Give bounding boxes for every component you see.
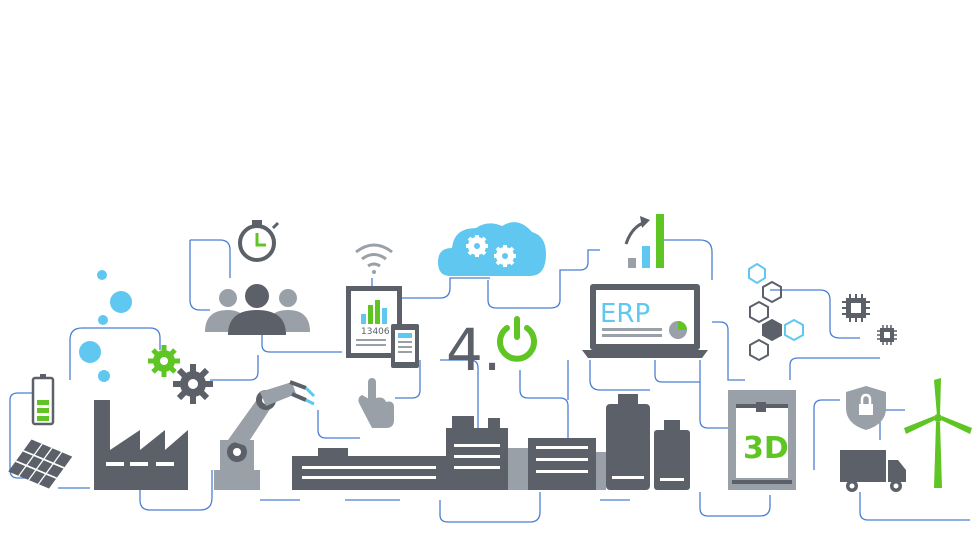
printer-3d-icon: 3D (728, 390, 796, 490)
erp-label: ERP (600, 299, 650, 329)
wifi-icon (355, 243, 393, 274)
robot-arm-icon (214, 380, 316, 490)
battery-icon (31, 374, 55, 426)
laptop-erp-icon: ERP (582, 284, 708, 358)
tablet-number: 13406 (361, 327, 390, 337)
production-plant (292, 394, 690, 490)
cloud-gears-icon (438, 222, 546, 276)
truck-icon (840, 450, 906, 492)
wind-turbine-icon (904, 378, 972, 488)
solar-panel-icon (8, 439, 73, 489)
chip-icon (842, 294, 897, 345)
growth-chart-icon (624, 214, 664, 268)
shield-lock-icon (846, 386, 886, 430)
team-icon (205, 284, 310, 335)
printer-label: 3D (743, 431, 789, 466)
factory-icon (94, 400, 188, 490)
industry-4-logo: 4. (446, 316, 537, 384)
version-label: 4. (446, 316, 501, 384)
stopwatch-icon (238, 220, 280, 262)
hand-pointer-icon (358, 378, 394, 428)
bubbles-icon (79, 270, 132, 382)
gears-icon (148, 345, 213, 404)
hexagons-icon (748, 262, 804, 362)
tablet-chart-icon: 13406 (346, 286, 419, 368)
circuit-lines (9, 239, 970, 523)
power-icon (497, 316, 537, 362)
